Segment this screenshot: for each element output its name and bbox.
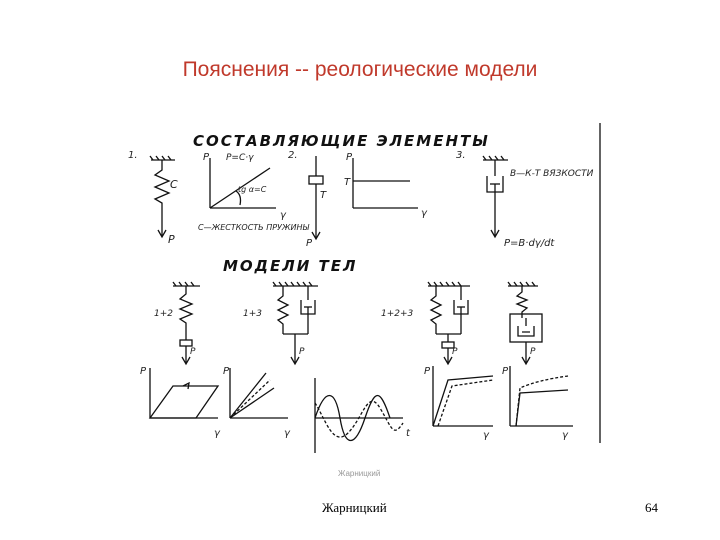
dashpot-formula: P=B·dγ/dt	[504, 238, 555, 249]
bgraph1-gamma: γ	[214, 428, 221, 439]
model2-p: P	[299, 347, 305, 357]
inner-footer-author: Жарницкий	[338, 469, 380, 478]
model-label-3: 1+2+3	[381, 309, 414, 319]
graph2-p-axis: P	[346, 152, 353, 163]
spring-p-label: P	[168, 233, 175, 246]
spring-c-label: C	[170, 178, 178, 191]
bgraph1-p: P	[140, 366, 147, 377]
graph1-gamma-axis: γ	[280, 210, 287, 221]
element-number-2: 2.	[288, 150, 298, 161]
element-number-3: 3.	[456, 150, 466, 161]
bgraph2-p: P	[223, 366, 230, 377]
model1-p: P	[190, 347, 196, 357]
graph1-p-axis: P	[203, 152, 210, 163]
scan-drawing: СОСТАВЛЯЮЩИЕ ЭЛЕМЕНТЫ МОДЕЛИ ТЕЛ 1. 2. 3…	[128, 123, 601, 478]
spring-formula: P=C·γ	[226, 153, 254, 163]
bgraph3-t: t	[406, 428, 411, 439]
bgraph4-gamma: γ	[483, 430, 490, 441]
element-number-1: 1.	[128, 150, 138, 161]
angle-note: tg α=C	[238, 185, 267, 194]
bgraph2-gamma: γ	[284, 428, 291, 439]
model4-p: P	[530, 347, 536, 357]
element2-p: P	[306, 238, 313, 249]
rheological-models-scan: СОСТАВЛЯЮЩИЕ ЭЛЕМЕНТЫ МОДЕЛИ ТЕЛ 1. 2. 3…	[118, 118, 608, 488]
heading-models: МОДЕЛИ ТЕЛ	[223, 257, 357, 275]
model-label-2: 1+3	[243, 309, 262, 319]
bgraph4-p: P	[424, 366, 431, 377]
page-number: 64	[645, 500, 658, 515]
bgraph5-gamma: γ	[562, 430, 569, 441]
graph2-gamma-axis: γ	[421, 208, 428, 219]
bgraph5-p: P	[502, 366, 509, 377]
graph2-tau: T	[344, 177, 351, 188]
spring-caption: C—ЖЕСТКОСТЬ ПРУЖИНЫ	[198, 223, 310, 232]
element2-tau: T	[320, 190, 327, 201]
viscosity-note: B—К-Т ВЯЗКОСТИ	[510, 169, 594, 179]
model-label-1: 1+2	[154, 309, 173, 319]
slide-title: Пояснения -- реологические модели	[182, 58, 538, 81]
model3-p: P	[452, 347, 458, 357]
heading-elements: СОСТАВЛЯЮЩИЕ ЭЛЕМЕНТЫ	[193, 132, 490, 150]
footer-author: Жарницкий	[322, 500, 387, 515]
